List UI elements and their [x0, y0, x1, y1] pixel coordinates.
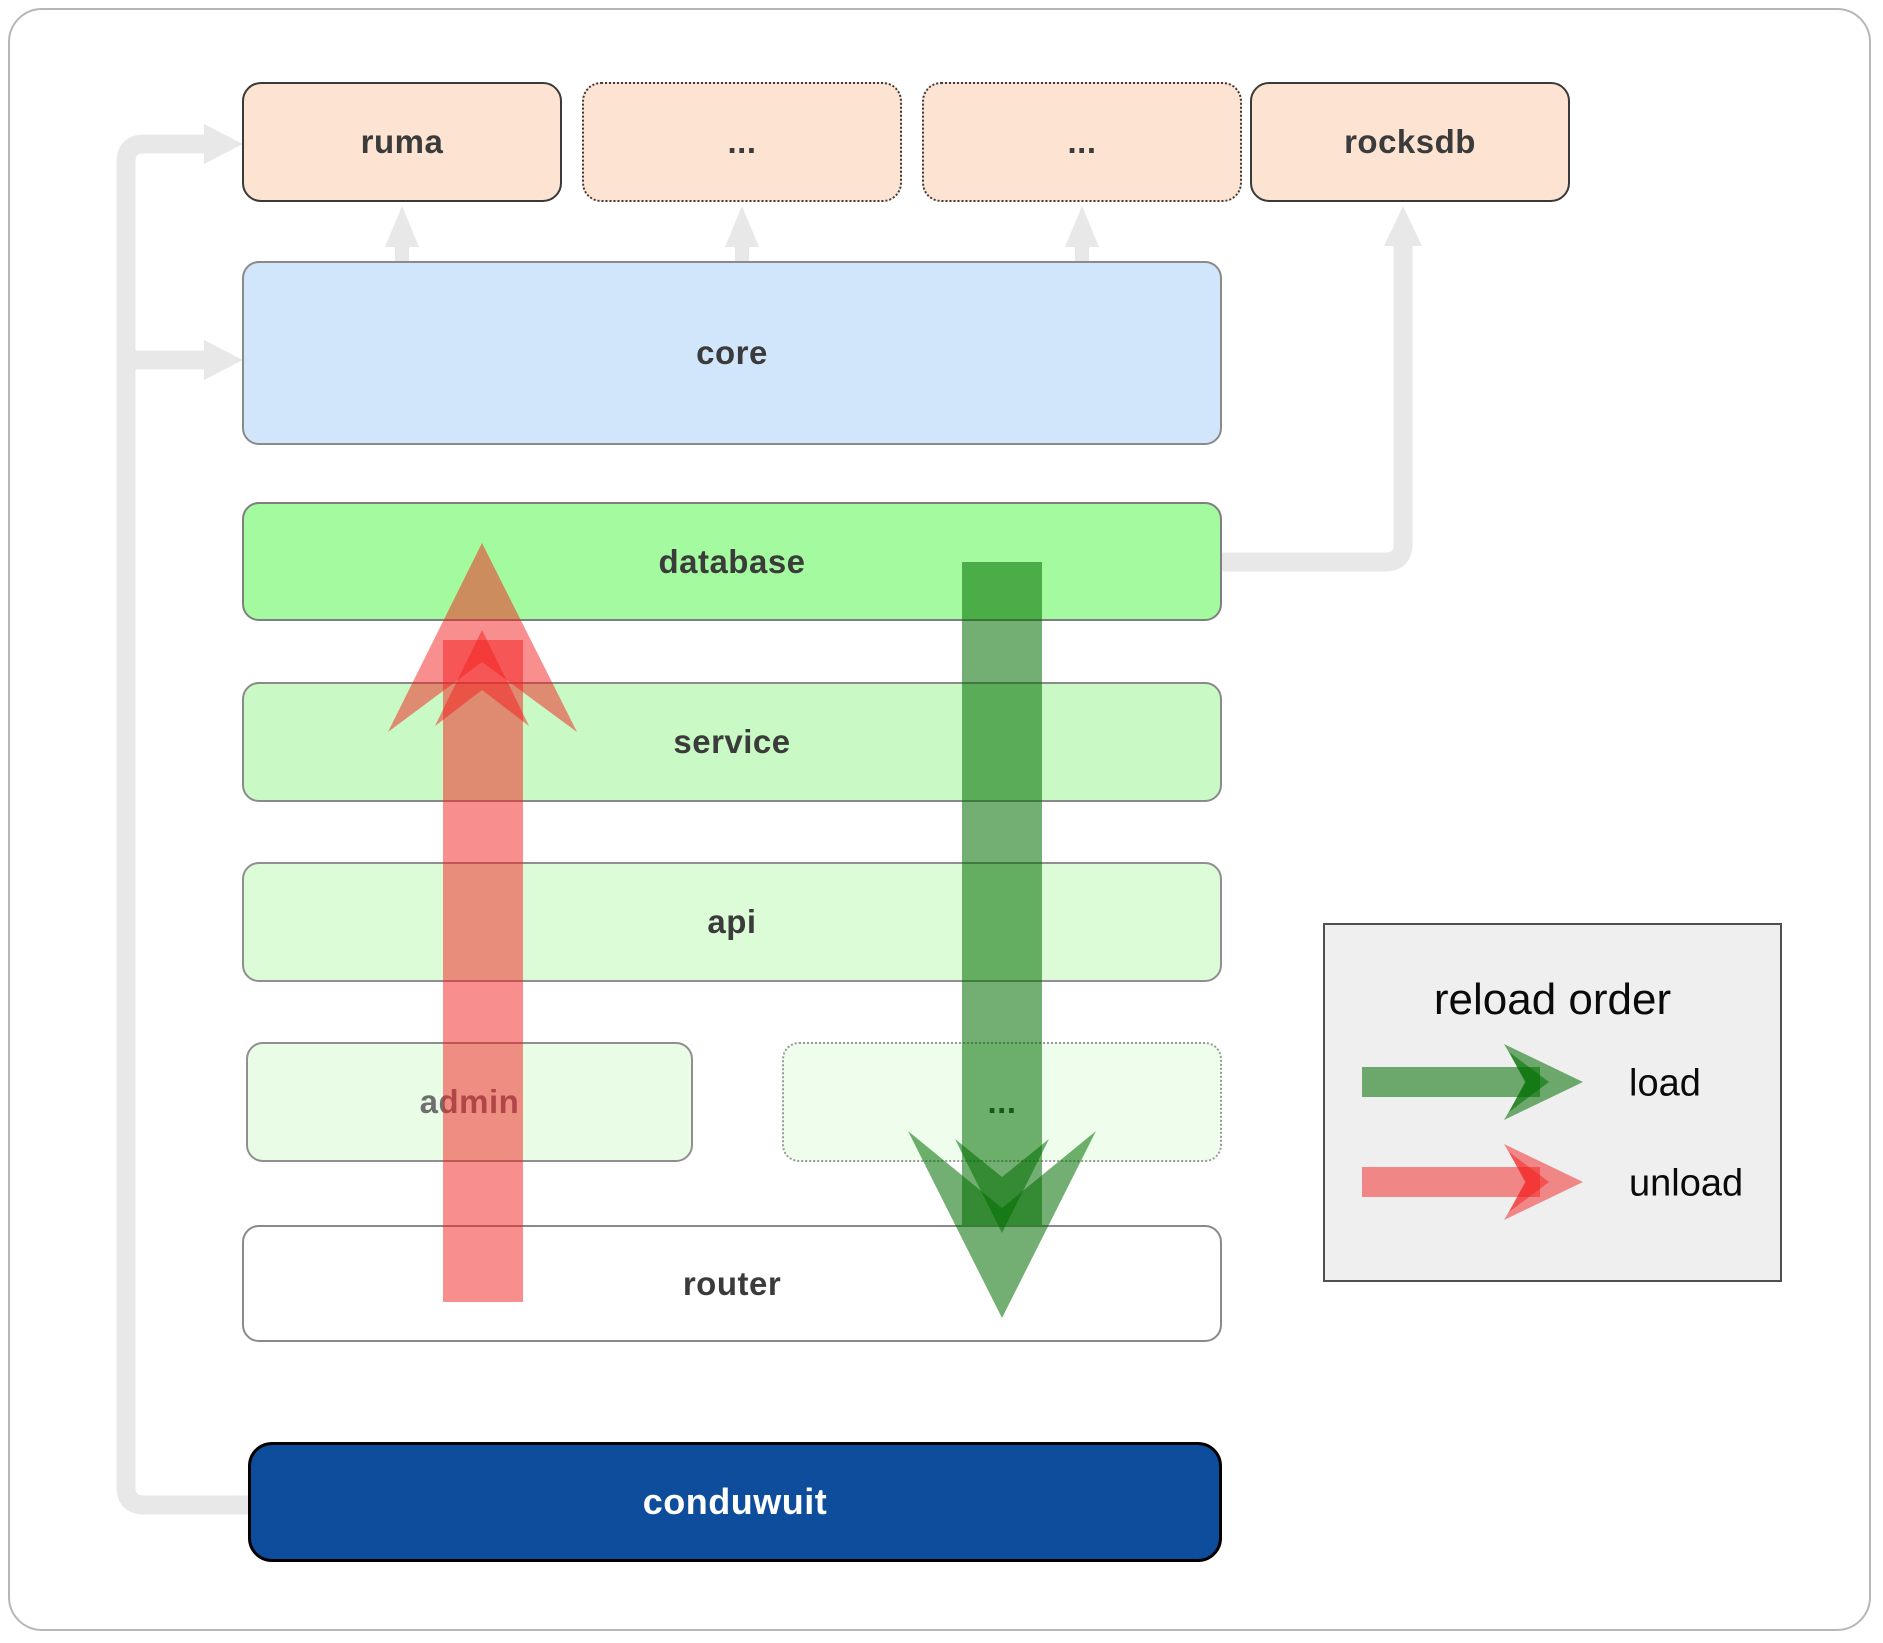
- legend-title: reload order: [1433, 975, 1672, 1024]
- node-admin-label: admin: [419, 1083, 520, 1120]
- node-extra-top-2-label: ...: [1067, 123, 1097, 160]
- node-extra-top-2: ...: [922, 82, 1242, 202]
- node-conduwuit-label: conduwuit: [642, 1481, 828, 1522]
- legend-load-label: load: [1629, 1062, 1701, 1105]
- node-rocksdb-label: rocksdb: [1344, 123, 1476, 160]
- node-api: api: [242, 862, 1222, 982]
- node-router: router: [242, 1225, 1222, 1342]
- legend-box: reload order load unload: [1323, 923, 1782, 1282]
- node-extra-top-1: ...: [582, 82, 902, 202]
- diagram-outer-frame: [8, 8, 1871, 1631]
- node-database-label: database: [658, 542, 806, 580]
- node-router-label: router: [682, 1264, 782, 1302]
- node-core-label: core: [696, 334, 768, 371]
- node-extra-admin-row: ...: [782, 1042, 1222, 1162]
- node-extra-admin-row-label: ...: [987, 1083, 1017, 1120]
- node-admin: admin: [246, 1042, 693, 1162]
- node-ruma-label: ruma: [360, 123, 444, 160]
- node-ruma: ruma: [242, 82, 562, 202]
- node-service-label: service: [673, 723, 791, 760]
- node-core: core: [242, 261, 1222, 445]
- node-api-label: api: [707, 903, 757, 940]
- node-conduwuit: conduwuit: [248, 1442, 1222, 1562]
- node-database: database: [242, 502, 1222, 621]
- node-extra-top-1-label: ...: [727, 123, 757, 160]
- legend-unload-label: unload: [1629, 1162, 1744, 1205]
- node-rocksdb: rocksdb: [1250, 82, 1570, 202]
- node-service: service: [242, 682, 1222, 802]
